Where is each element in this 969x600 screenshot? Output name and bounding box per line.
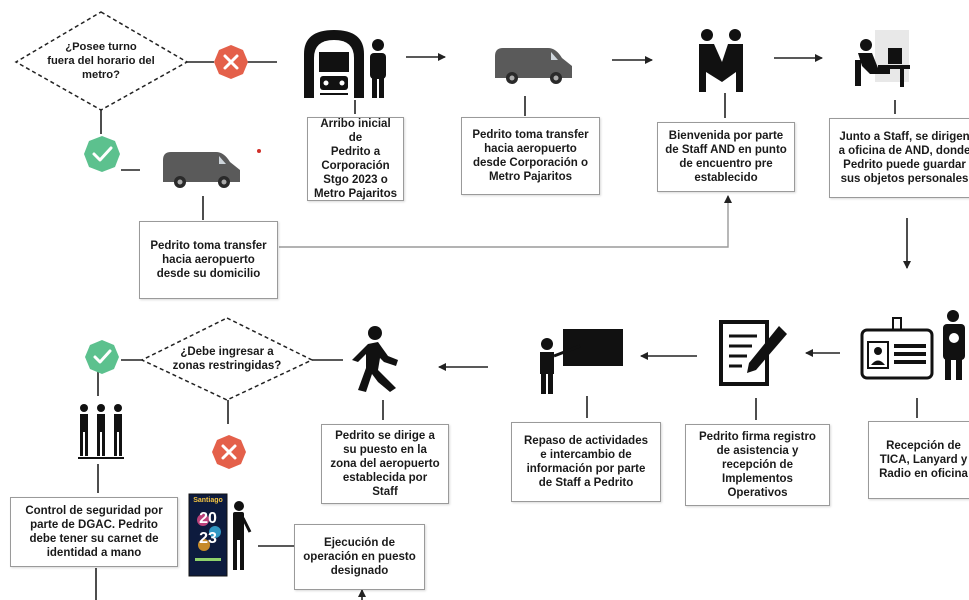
step-execution-box: Ejecución de operación en puesto designa… bbox=[294, 524, 425, 590]
presentation-icon bbox=[540, 329, 623, 394]
red-dot bbox=[257, 149, 261, 153]
decision-restricted-diamond bbox=[140, 317, 314, 401]
person-icon bbox=[370, 39, 386, 98]
no-icon bbox=[214, 45, 248, 79]
step-transfer-home-box: Pedrito toma transfer hacia aeropuerto d… bbox=[139, 221, 278, 299]
step-signs-box: Pedrito firma registro de asistencia y r… bbox=[685, 424, 830, 506]
step-transfer-corp-box: Pedrito toma transfer hacia aeropuerto d… bbox=[461, 117, 600, 195]
santiago-2023-poster bbox=[188, 493, 228, 577]
poster-year-bottom: 23 bbox=[199, 530, 217, 547]
staff-person-icon bbox=[943, 310, 965, 380]
decision-restricted-text: ¿Debe ingresar a zonas restringidas? bbox=[172, 346, 282, 372]
van-icon bbox=[495, 48, 572, 84]
yes-icon bbox=[84, 136, 120, 172]
decision-metro-text: ¿Posee turno fuera del horario del metro… bbox=[47, 41, 155, 81]
walking-person-icon bbox=[352, 326, 398, 392]
poster-year-top: 20 bbox=[199, 510, 217, 527]
decision-metro-diamond bbox=[14, 11, 189, 111]
step-arrival-box: Arribo inicial de Pedrito a Corporación … bbox=[307, 117, 404, 201]
step-goes-post-box: Pedrito se dirige a su puesto en la zona… bbox=[321, 424, 449, 504]
metro-train-icon bbox=[304, 30, 364, 98]
id-badge-icon bbox=[860, 317, 934, 380]
yes-icon bbox=[85, 340, 119, 374]
step-reception-box: Recepción de TICA, Lanyard y Radio en of… bbox=[868, 421, 969, 499]
step-review-box: Repaso de actividades e intercambio de i… bbox=[511, 422, 661, 502]
van-icon bbox=[163, 152, 240, 188]
step-office-box: Junto a Staff, se dirigen a oficina de A… bbox=[829, 118, 969, 198]
security-line-icon bbox=[78, 404, 124, 459]
office-desk-icon bbox=[855, 30, 910, 87]
step-security-box: Control de seguridad por parte de DGAC. … bbox=[10, 497, 178, 567]
step-welcome-box: Bienvenida por parte de Staff AND en pun… bbox=[657, 122, 795, 192]
document-sign-icon bbox=[719, 320, 787, 386]
connectors bbox=[95, 53, 918, 600]
connector-home-to-welcome bbox=[279, 195, 732, 248]
handshake-icon bbox=[699, 29, 743, 92]
person-icon bbox=[233, 501, 252, 570]
no-icon bbox=[212, 435, 246, 469]
poster-title: Santiago bbox=[193, 497, 223, 504]
